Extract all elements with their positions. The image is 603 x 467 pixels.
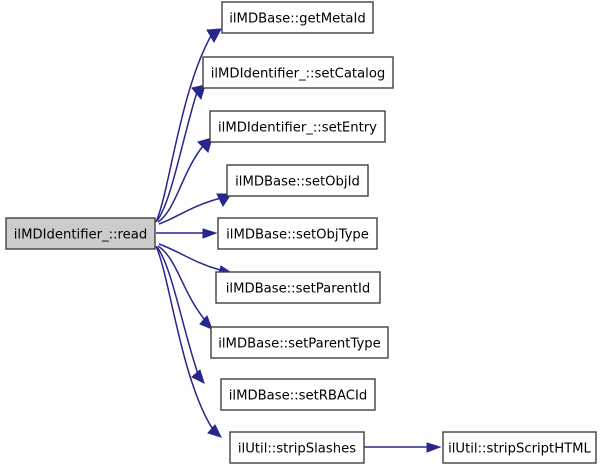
node-box[interactable] (217, 217, 378, 250)
edge-stripSlashes-to-stripScriptHTML (364, 442, 442, 453)
edge-line (156, 246, 199, 375)
edge-line (156, 91, 198, 222)
node-box[interactable] (215, 271, 381, 304)
graph-node-setObjType[interactable]: ilMDBase::setObjType (217, 217, 378, 250)
node-label: ilMDBase::setParentId (226, 282, 371, 297)
arrowhead-icon (426, 442, 442, 453)
graph-node-getMetaId[interactable]: ilMDBase::getMetaId (221, 1, 374, 34)
arrowhead-icon (206, 28, 222, 44)
node-box[interactable] (220, 378, 376, 411)
edge-line (155, 245, 213, 429)
edge-read-to-setObjId (158, 193, 232, 225)
arrowhead-icon (191, 369, 205, 384)
graph-node-setCatalog[interactable]: ilMDIdentifier_::setCatalog (202, 56, 394, 89)
edge-read-to-setObjType (156, 228, 218, 239)
node-box[interactable] (210, 326, 389, 359)
node-label: ilUtil::stripScriptHTML (448, 442, 591, 457)
edge-read-to-setRBACId (156, 246, 205, 384)
graph-node-setObjId[interactable]: ilMDBase::setObjId (226, 164, 369, 197)
graph-node-stripSlashes[interactable]: ilUtil::stripSlashes (229, 431, 365, 464)
graph-node-setRBACId[interactable]: ilMDBase::setRBACId (220, 378, 376, 411)
edge-read-to-setCatalog (156, 84, 206, 222)
arrowhead-icon (216, 193, 232, 207)
node-box[interactable] (209, 110, 386, 143)
edge-line (157, 145, 204, 223)
graph-node-setParentType[interactable]: ilMDBase::setParentType (210, 326, 389, 359)
node-box[interactable] (226, 164, 369, 197)
arrowhead-icon (202, 228, 218, 239)
edge-read-to-getMetaId (155, 28, 222, 223)
edge-line (157, 245, 206, 321)
graph-node-setParentId[interactable]: ilMDBase::setParentId (215, 271, 381, 304)
node-box[interactable] (229, 431, 365, 464)
nodes-layer: ilMDIdentifier_::read ilMDBase::getMetaId… (5, 1, 597, 464)
arrowhead-icon (191, 84, 206, 101)
graph-node-read[interactable]: ilMDIdentifier_::read (5, 217, 156, 250)
node-box[interactable] (221, 1, 374, 34)
arrowhead-icon (197, 137, 213, 153)
edge-line (158, 243, 221, 271)
node-label: ilMDBase::setObjType (226, 228, 369, 243)
edge-line (158, 197, 222, 225)
arrowhead-icon (207, 424, 222, 438)
node-label: ilMDBase::setRBACId (229, 389, 367, 404)
edge-read-to-setParentType (157, 245, 213, 330)
node-label: ilUtil::stripSlashes (238, 442, 356, 457)
arrowhead-icon (199, 315, 213, 330)
node-label: ilMDIdentifier_::read (14, 228, 147, 243)
edge-line (155, 33, 213, 223)
node-label: ilMDIdentifier_::setEntry (218, 121, 377, 136)
node-label: ilMDBase::setParentType (218, 337, 381, 352)
node-box[interactable] (202, 56, 394, 89)
node-box[interactable] (5, 217, 156, 250)
node-label: ilMDBase::getMetaId (229, 12, 366, 27)
edge-read-to-stripSlashes (155, 245, 222, 438)
graph-node-stripScriptHTML[interactable]: ilUtil::stripScriptHTML (442, 431, 597, 464)
node-box[interactable] (442, 431, 597, 464)
node-label: ilMDIdentifier_::setCatalog (211, 67, 386, 82)
edge-read-to-setEntry (157, 137, 213, 223)
node-label: ilMDBase::setObjId (235, 175, 360, 190)
graph-node-setEntry[interactable]: ilMDIdentifier_::setEntry (209, 110, 386, 143)
